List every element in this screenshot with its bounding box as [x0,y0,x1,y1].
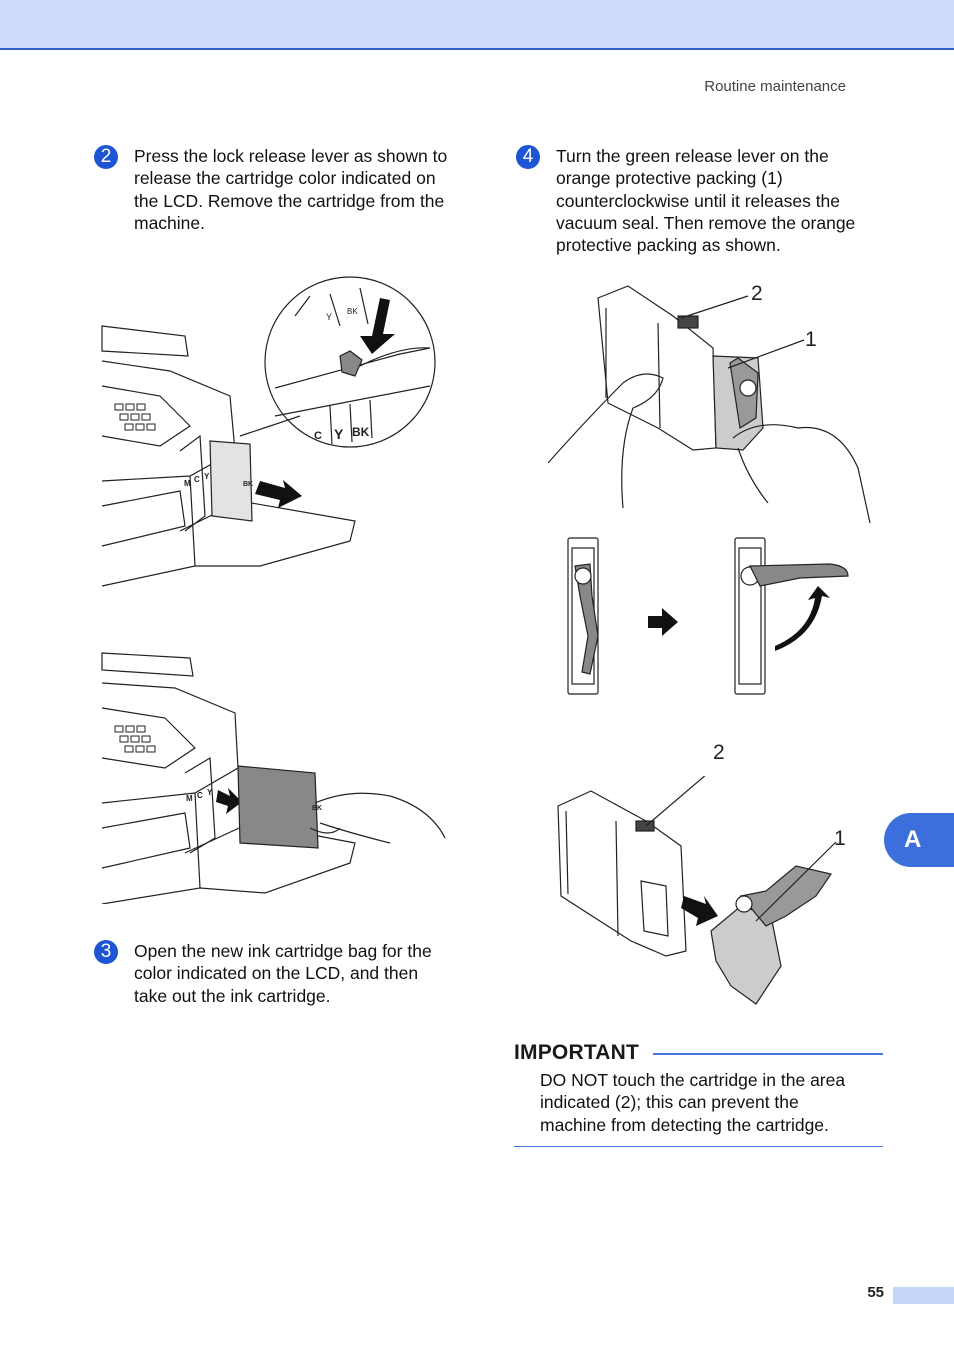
figure-remove-cartridge: M C Y BK Y BK C Y BK [100,276,445,588]
step-4-line: vacuum seal. Then remove the orange [556,212,856,233]
important-line: machine from detecting the cartridge. [540,1114,829,1135]
running-head: Routine maintenance [704,78,846,95]
printer-body [101,682,239,804]
important-line: indicated (2); this can prevent the [540,1092,799,1113]
step-number-2: 2 [94,145,118,169]
step-2-line: release the cartridge color indicated on [134,168,436,189]
page-number-bar [893,1287,954,1304]
ink-cartridge [597,285,717,451]
step-2-line: machine. [134,212,206,233]
zoom-pointer [239,415,301,437]
keypad [114,725,156,753]
step-2-line: the LCD. Remove the cartridge from the [134,190,445,211]
step-3-line: take out the ink cartridge. [134,985,331,1006]
zoom-label-c: C [314,430,322,442]
step-3: 3 Open the new ink cartridge bag for the… [94,940,432,1007]
callout-2-top: 2 [751,282,763,305]
zoom-label-y2: Y [334,426,344,442]
slot-label-bk: BK [243,481,253,488]
control-panel [101,707,196,769]
press-arrow-icon [360,298,395,354]
slot-label-m: M [186,794,193,803]
ink-cartridge [209,440,253,522]
zoom-label-bk2: BK [352,425,370,439]
zoom-label-bk: BK [347,307,358,316]
leader-line-2 [680,295,749,319]
step-4-line: protective packing as shown. [556,235,781,256]
lock-lever [339,350,363,377]
step-number-4: 4 [516,145,540,169]
appendix-side-tab[interactable]: A [884,813,954,867]
step-2-line: Press the lock release lever as shown to [134,146,448,166]
step-3-line: Open the new ink cartridge bag for the [134,941,432,961]
printer-body [101,360,236,482]
right-arrow-icon [648,608,678,636]
right-hand [732,424,871,524]
callout-1-bottom: 1 [834,827,846,850]
step-4-line: orange protective packing (1) [556,168,783,189]
step-4-line: counterclockwise until it releases the [556,190,841,211]
printer-cover-open [179,500,356,567]
slot-label-bk: BK [312,805,322,812]
important-line: DO NOT touch the cartridge in the area [540,1070,846,1090]
zoom-label-y: Y [326,312,332,322]
leader-line-1 [727,339,805,369]
slot-label-y: Y [207,788,213,797]
slot-label-m: M [184,479,191,488]
pull-arrow-icon [255,480,302,508]
step-4: 4 Turn the green release lever on the or… [516,145,856,256]
remove-arrow-icon [681,896,718,926]
step-4-line: Turn the green release lever on the [556,146,829,166]
slot-label-y: Y [204,472,210,481]
printer-top-lid [101,652,194,677]
printer-top-lid [101,325,189,357]
top-band [0,0,954,50]
cartridge-slots [184,756,216,854]
important-heading: IMPORTANT [514,1040,654,1066]
step-2: 2 Press the lock release lever as shown … [94,145,448,234]
figure-insert-cartridge: M C Y BK [100,638,455,904]
figure-remove-packing [556,776,846,1008]
insert-arrow-icon [216,788,242,814]
keypad [114,403,156,431]
left-hand [548,373,664,509]
important-rule-top [514,1053,883,1055]
leader-line-2 [645,776,706,827]
rotate-arrow-icon [775,586,830,651]
slot-label-c: C [194,475,200,484]
step-3-line: color indicated on the LCD, and then [134,963,419,984]
step-number-3: 3 [94,940,118,964]
leader-line-1 [755,841,837,922]
slot-label-c: C [197,791,203,800]
important-body: DO NOT touch the cartridge in the area i… [540,1069,883,1136]
page-number: 55 [867,1284,884,1301]
callout-1-top: 1 [805,328,817,351]
important-rule-bottom [514,1145,883,1148]
hand [309,792,446,844]
figure-lever-rotation [560,536,855,698]
ink-cartridge [237,765,319,849]
figure-packing-hands [548,278,878,526]
important-note: IMPORTANT DO NOT touch the cartridge in … [514,1040,883,1148]
contact-area [635,820,655,832]
release-lever [739,865,832,927]
callout-2-bottom: 2 [713,741,725,764]
control-panel [101,385,191,447]
lever-open [749,563,849,587]
